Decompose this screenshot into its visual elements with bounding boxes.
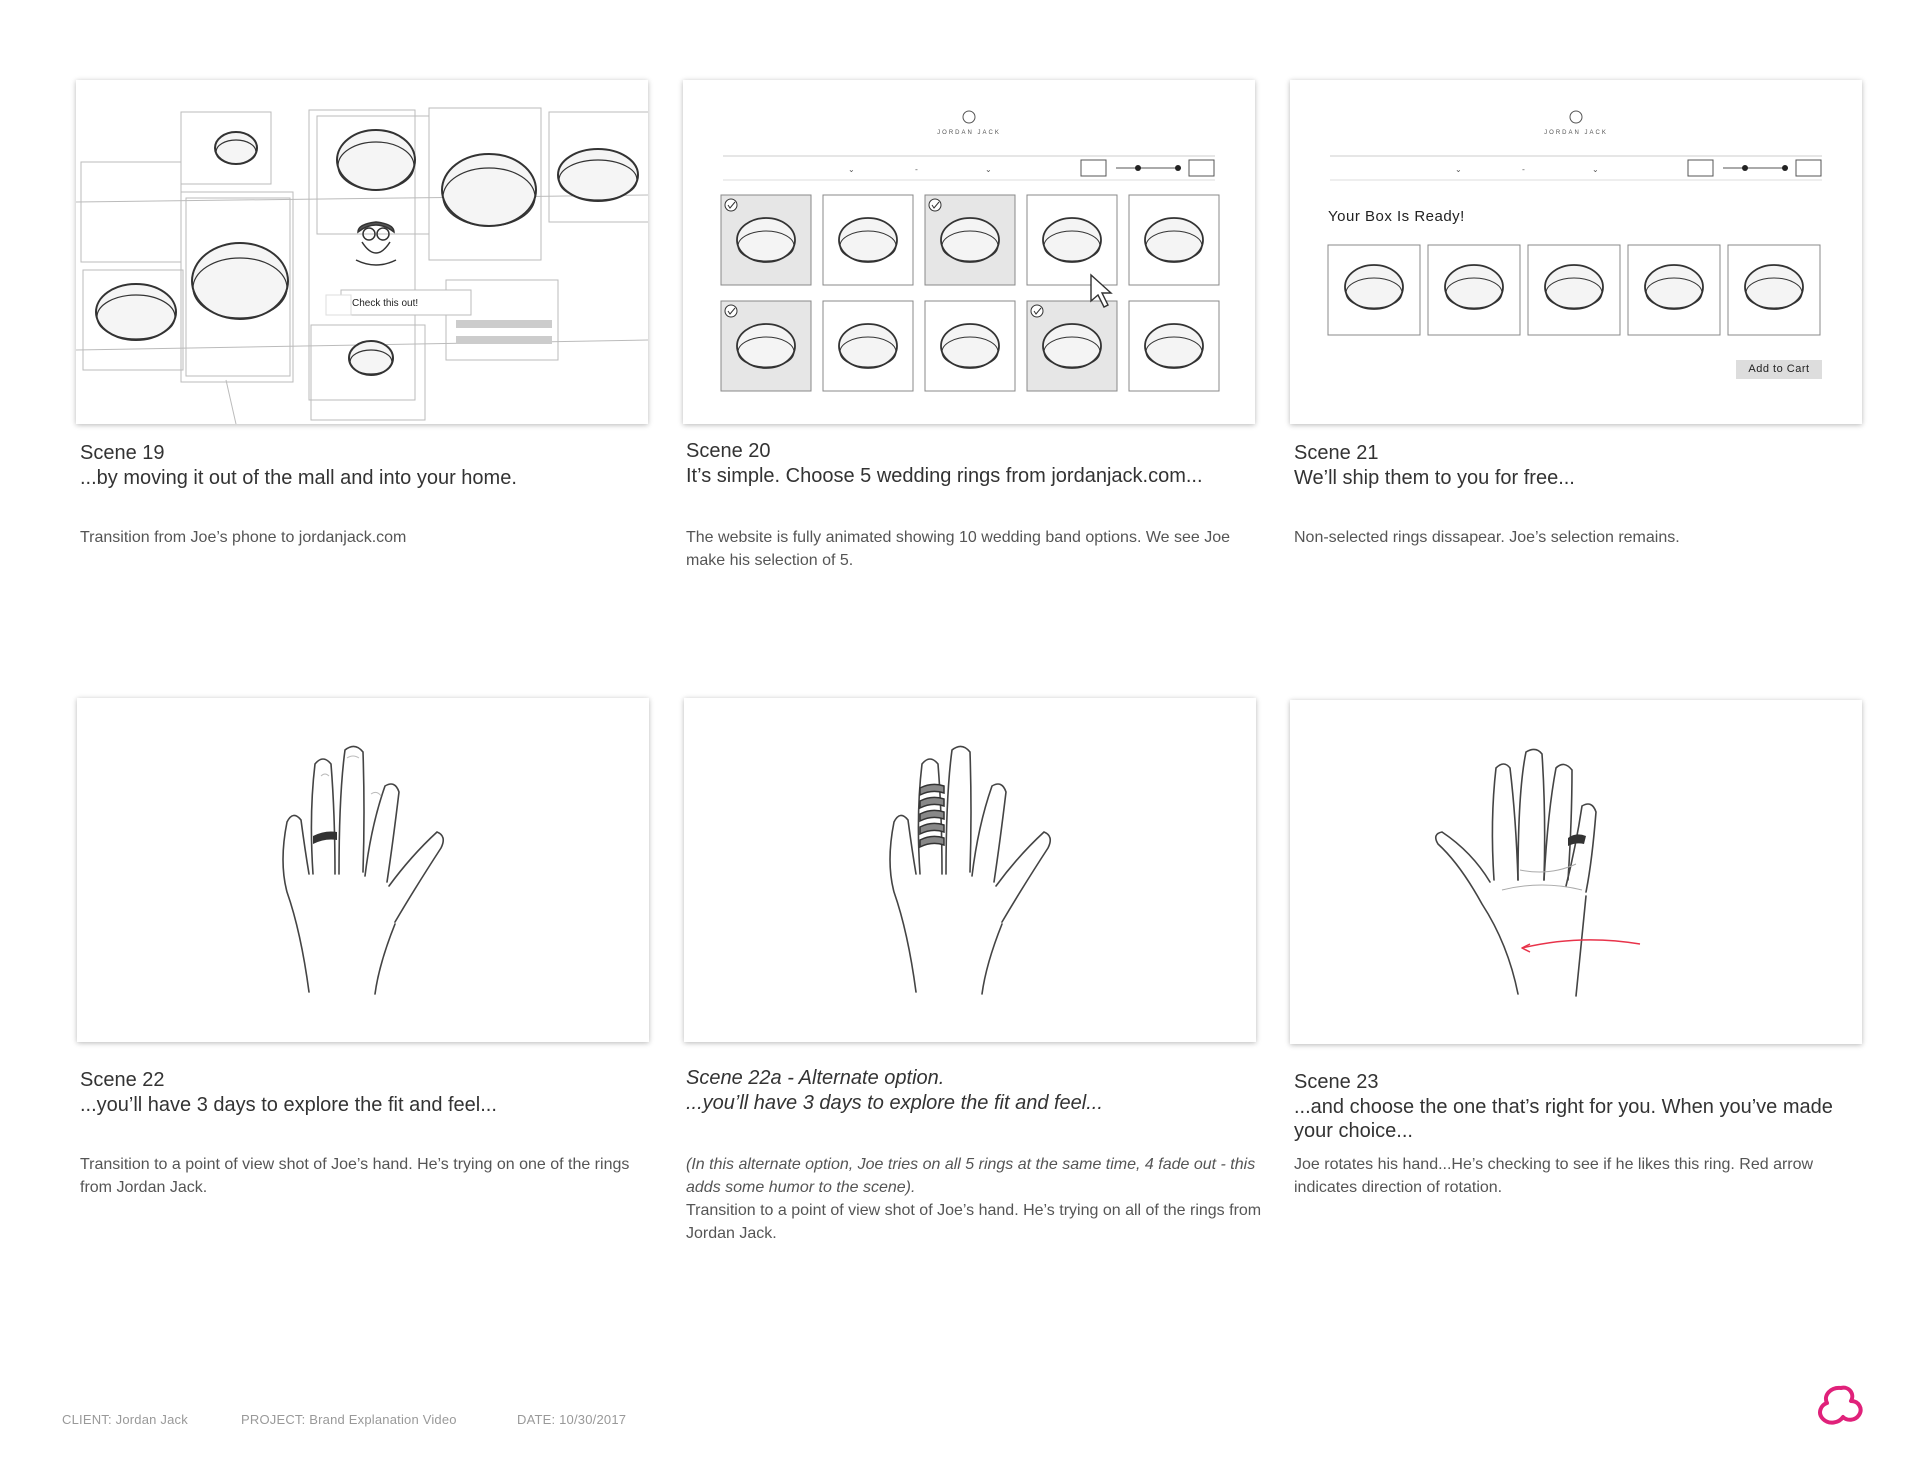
hand-five-rings-sketch [889,745,1052,995]
box-ready-sketch: ⌄ - ⌄ [1327,110,1822,336]
ring-icon [838,323,898,369]
check-icon [1030,304,1044,318]
rotation-arrow-icon [1521,939,1641,953]
scene-23-description: Joe rotates his hand...He’s checking to … [1294,1156,1814,1196]
ring-icon [1344,264,1404,310]
scene-19-sketch: Check this out! [76,80,648,424]
phone-to-website-sketch [76,107,648,424]
ring-icon [1744,264,1804,310]
ring-icon [940,323,1000,369]
ring-icon [1144,217,1204,263]
scene-22a-description: Transition to a point of view shot of Jo… [686,1202,1262,1242]
scene-22a-sketch [684,698,1256,1042]
stacked-rings [919,783,945,849]
ring-icon [940,217,1000,263]
footer-client: CLIENT: Jordan Jack [62,1412,188,1427]
scene-22-subtitle: ...you’ll have 3 days to explore the fit… [80,1094,497,1116]
check-icon [724,198,738,212]
scene-22a-subtitle: ...you’ll have 3 days to explore the fit… [686,1092,1103,1114]
footer-date: DATE: 10/30/2017 [517,1412,627,1427]
pink-cloud-logo-icon [1818,1385,1863,1425]
svg-text:⌄: ⌄ [985,165,992,174]
scene-21-title: Scene 21 [1294,442,1379,464]
site-brand: JORDAN JACK [1544,130,1608,136]
ring-icon [838,217,898,263]
box-ready-heading: Your Box Is Ready! [1328,208,1465,225]
scene-19-subtitle: ...by moving it out of the mall and into… [80,467,517,489]
ring-icon [1544,264,1604,310]
ring-on-finger [313,831,337,844]
ring-icon [1042,217,1102,263]
add-to-cart-button[interactable]: Add to Cart [1736,360,1822,379]
scene-22a-description-italic: (In this alternate option, Joe tries on … [686,1156,1256,1196]
ring-icon [1444,264,1504,310]
ring-icon [736,217,796,263]
scene-21-subtitle: We’ll ship them to you for free... [1294,467,1575,489]
scene-22-description: Transition to a point of view shot of Jo… [80,1156,630,1196]
check-icon [928,198,942,212]
ring-tile-grid [720,194,1220,392]
ring-tile [1128,194,1220,286]
ring-box-row [1327,244,1821,336]
svg-text:⌄: ⌄ [848,165,855,174]
svg-text:-: - [1522,165,1525,174]
svg-text:⌄: ⌄ [1455,165,1462,174]
scene-19-title: Scene 19 [80,442,165,464]
ring-icon [1042,323,1102,369]
hand-one-ring-sketch [282,745,445,995]
scene-21-description: Non-selected rings dissapear. Joe’s sele… [1294,529,1680,546]
svg-text:-: - [915,165,918,174]
scene-20-description: The website is fully animated showing 10… [686,529,1231,569]
cursor-icon [1090,273,1113,308]
check-icon [724,304,738,318]
scene-22-sketch [77,698,649,1042]
chat-bubble-text: Check this out! [352,298,419,309]
scene-21-sketch: ⌄ - ⌄ JORDAN JACK Your Box Is Ready! Add… [1290,80,1862,424]
ring-icon [736,323,796,369]
ring-icon [1144,323,1204,369]
ring-icon [1644,264,1704,310]
svg-text:⌄: ⌄ [1592,165,1599,174]
scene-20-title: Scene 20 [686,440,771,462]
scene-23-title: Scene 23 [1294,1071,1379,1093]
scene-22-title: Scene 22 [80,1069,165,1091]
scene-19-description: Transition from Joe’s phone to jordanjac… [80,529,407,546]
scene-23-sketch [1290,700,1862,1044]
site-brand: JORDAN JACK [937,130,1001,136]
palm-rotation-sketch [1434,748,1641,997]
footer-project: PROJECT: Brand Explanation Video [241,1412,457,1427]
website-grid-sketch: ⌄ - ⌄ [720,110,1220,392]
scene-23-subtitle: ...and choose the one that’s right for y… [1294,1096,1833,1142]
ring-on-finger [1568,834,1586,846]
scene-20-subtitle: It’s simple. Choose 5 wedding rings from… [686,465,1203,487]
joe-face-icon [355,221,397,266]
scene-22a-title: Scene 22a - Alternate option. [686,1067,945,1089]
scene-20-sketch: ⌄ - ⌄ JORDAN JACK [683,80,1255,424]
